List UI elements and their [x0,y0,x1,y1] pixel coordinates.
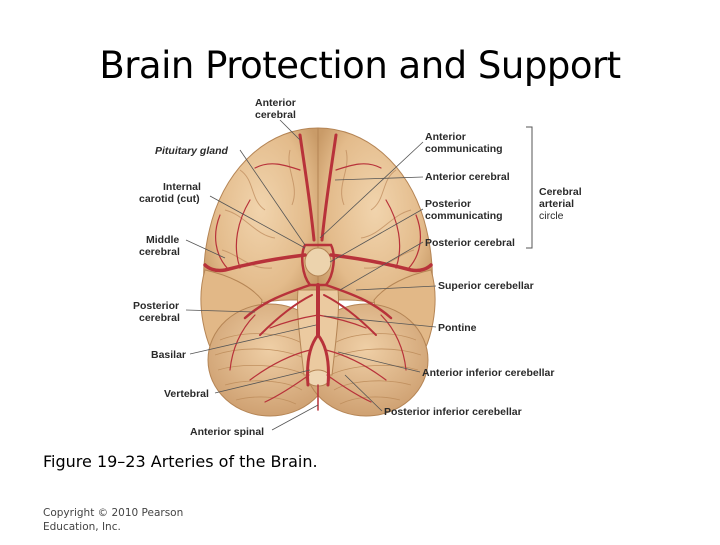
label-anterior-spinal: Anterior spinal [190,426,264,438]
slide-title: Brain Protection and Support [99,44,621,87]
copyright-line-2: Education, Inc. [43,521,121,533]
label-internal-carotid-2: carotid (cut) [139,193,200,205]
label-posterior-cerebral-right: Posterior cerebral [425,237,515,249]
copyright-notice: Copyright © 2010 Pearson Education, Inc. [43,506,203,534]
label-cerebral-arterial-circle-3: circle [539,210,564,222]
label-cerebral-arterial-circle-1: Cerebral [539,186,582,198]
arteries [203,133,433,411]
label-posterior-communicating-1: Posterior [425,198,471,210]
label-pontine: Pontine [438,322,477,334]
circle-bracket [526,126,533,249]
label-basilar: Basilar [151,349,186,361]
label-superior-cerebellar: Superior cerebellar [438,280,534,292]
label-posterior-inferior-cerebellar: Posterior inferior cerebellar [384,406,522,418]
label-pituitary-gland: Pituitary gland [155,145,229,157]
label-posterior-cerebral-1: Posterior [133,300,179,312]
label-posterior-cerebral-2: cerebral [139,312,180,324]
label-anterior-cerebral-right: Anterior cerebral [425,171,510,183]
label-posterior-communicating-2: communicating [425,210,503,222]
copyright-line-1: Copyright © 2010 Pearson [43,507,184,519]
label-anterior-inferior-cerebellar: Anterior inferior cerebellar [422,367,554,379]
pituitary-shape [304,247,332,277]
label-anterior-communicating-2: communicating [425,143,503,155]
label-internal-carotid-1: Internal [163,181,201,193]
figure-caption: Figure 19–23 Arteries of the Brain. [43,452,318,471]
label-anterior-cerebral-top-2: cerebral [255,109,296,121]
label-cerebral-arterial-circle-2: arterial [539,198,574,210]
label-vertebral: Vertebral [164,388,209,400]
label-anterior-cerebral-top-1: Anterior [255,97,296,109]
leader-lines [185,119,437,431]
label-middle-cerebral-1: Middle [146,234,179,246]
label-middle-cerebral-2: cerebral [139,246,180,258]
label-anterior-communicating-1: Anterior [425,131,466,143]
